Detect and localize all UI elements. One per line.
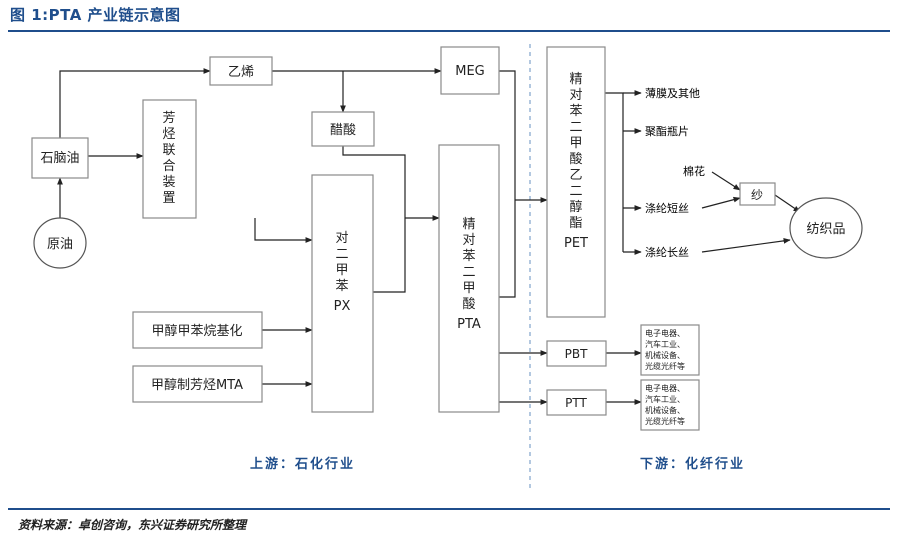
source-note: 资料来源：卓创咨询，东兴证券研究所整理 — [18, 518, 247, 532]
edge-naphtha-ethylene — [59, 68, 211, 138]
edge-acetic-pta-a — [342, 146, 406, 218]
node-naphtha-label: 石脑油 — [40, 151, 79, 166]
node-pbt: PBT — [546, 340, 607, 367]
figure-title: 图 1:PTA 产业链示意图 — [10, 6, 181, 24]
node-ptt-uses-label: 电子电器、汽车工业、机械设备、光缆光纤等 — [645, 383, 685, 426]
edge-filament-textile — [701, 238, 791, 253]
node-methylation-label: 甲醇甲苯烷基化 — [151, 323, 242, 339]
node-mta: 甲醇制芳烃MTA — [132, 365, 263, 403]
node-methylation: 甲醇甲苯烷基化 — [132, 311, 263, 349]
node-textile: 纺织品 — [789, 197, 863, 259]
edge-cotton-yarn — [711, 171, 741, 191]
node-pbt-label: PBT — [565, 347, 588, 361]
edge-staple-yarn — [701, 196, 741, 209]
node-crude-label: 原油 — [47, 237, 73, 252]
node-acetic: 醋酸 — [311, 111, 375, 147]
node-meg: MEG — [440, 46, 500, 95]
node-crude: 原油 — [33, 217, 87, 269]
edge-yarn-textile — [774, 194, 801, 213]
region-upstream-label: 上游：石化行业 — [250, 456, 355, 472]
node-mta-label: 甲醇制芳烃MTA — [151, 377, 243, 393]
edge-aromatics-px — [254, 218, 313, 243]
node-textile-label: 纺织品 — [806, 222, 845, 237]
node-pbt-uses: 电子电器、汽车工业、机械设备、光缆光纤等 — [640, 324, 700, 376]
node-yarn-label: 纱 — [751, 188, 763, 202]
node-filament-label: 涤纶长丝 — [645, 245, 689, 259]
edge-pet-trunk — [605, 92, 624, 252]
node-meg-label: MEG — [455, 64, 485, 79]
region-downstream-label: 下游：化纤行业 — [640, 456, 745, 472]
node-yarn: 纱 — [739, 182, 776, 206]
node-ptt: PTT — [546, 389, 607, 416]
node-cotton-label: 棉花 — [683, 164, 705, 178]
node-ptt-uses: 电子电器、汽车工业、机械设备、光缆光纤等 — [640, 379, 700, 431]
node-bottle-label: 聚酯瓶片 — [645, 124, 689, 138]
node-staple-label: 涤纶短丝 — [645, 201, 689, 215]
node-ethylene: 乙烯 — [209, 56, 273, 86]
node-acetic-label: 醋酸 — [330, 122, 356, 138]
node-ethylene-label: 乙烯 — [228, 65, 254, 80]
node-naphtha: 石脑油 — [31, 137, 89, 179]
node-ptt-label: PTT — [565, 396, 587, 410]
node-film-label: 薄膜及其他 — [645, 86, 700, 100]
title-rule — [8, 30, 890, 32]
node-pbt-uses-label: 电子电器、汽车工业、机械设备、光缆光纤等 — [645, 328, 685, 371]
edge-px-pta — [373, 218, 406, 293]
node-aromatics: 芳烃联合装置 — [142, 99, 197, 219]
node-aromatics-label: 芳烃联合装置 — [162, 111, 175, 206]
edge-meg-pet-a — [499, 70, 516, 200]
source-rule — [8, 508, 890, 510]
edge-pta-pet — [499, 200, 516, 298]
